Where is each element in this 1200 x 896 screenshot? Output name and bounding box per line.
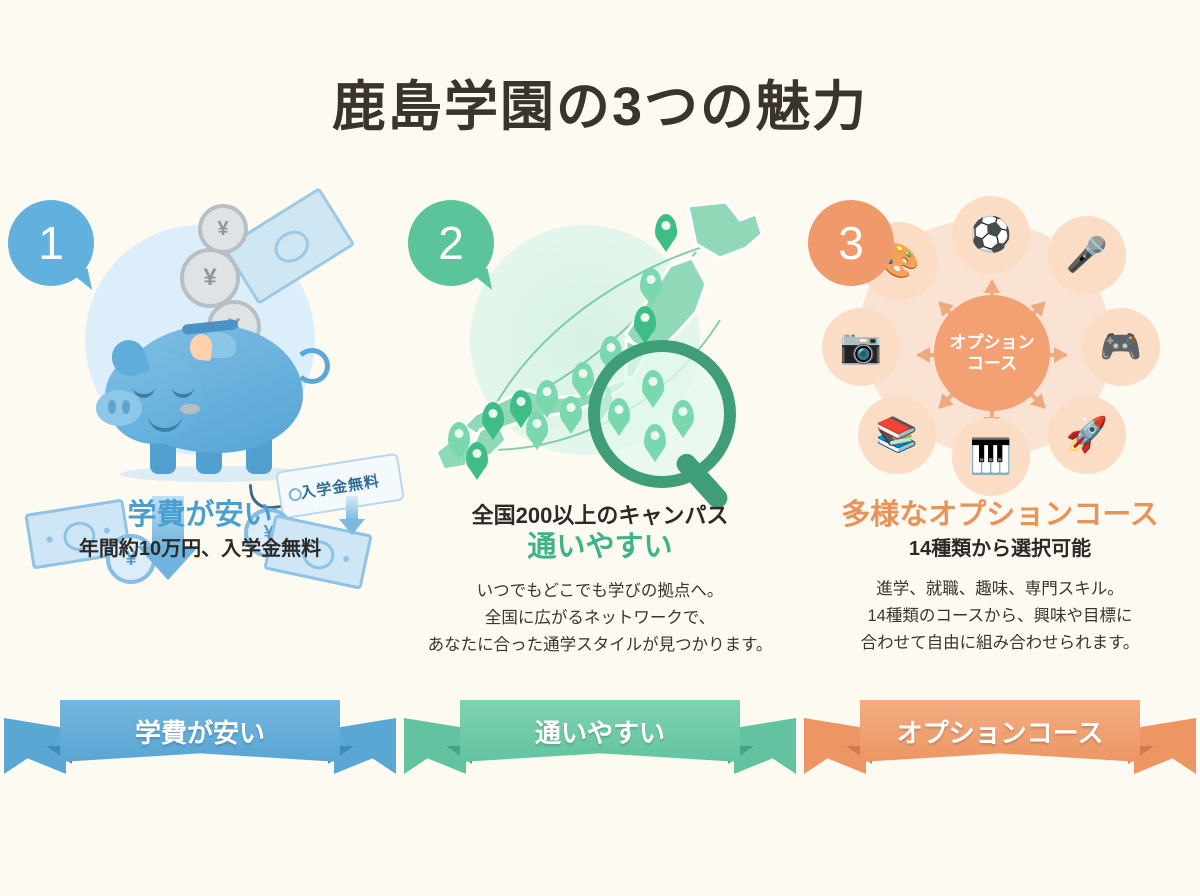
music-microphone-robot-icon: 🎤	[1048, 216, 1126, 294]
ribbon-campuses: 通いやすい	[460, 700, 740, 762]
badge-tail	[69, 268, 93, 294]
body-campuses: いつでもどこでも学びの拠点へ。 全国に広がるネットワークで、 あなたに合った通学…	[416, 578, 784, 658]
map-pin-icon	[644, 424, 666, 454]
body-line: 進学、就職、趣味、専門スキル。	[876, 580, 1124, 599]
map-pin-icon	[482, 402, 504, 432]
sports-ball-icon: ⚽	[952, 196, 1030, 274]
map-pin-icon	[510, 390, 532, 420]
ribbon-option-courses-wrap: オプションコース	[800, 690, 1200, 800]
ribbon-campuses-wrap: 通いやすい	[400, 690, 800, 800]
piggy-mouth	[148, 412, 182, 432]
hub-line-1: オプション	[949, 332, 1035, 352]
map-pin-icon	[526, 412, 548, 442]
ribbon-tuition-wrap: 学費が安い	[0, 690, 400, 800]
heading-campuses: 通いやすい	[527, 531, 673, 563]
yen-coin-icon: ¥	[180, 248, 240, 308]
magnifier-icon	[588, 340, 736, 488]
body-line: 14種類のコースから、興味や目標に	[867, 606, 1133, 625]
ribbon-row: 学費が安い 通いやすい オプションコース	[0, 690, 1200, 800]
body-line: 全国に広がるネットワークで、	[484, 608, 716, 627]
piggy-nostril	[122, 400, 130, 414]
column-campuses: 2	[400, 190, 800, 690]
ribbon-option-courses: オプションコース	[860, 700, 1140, 762]
column-tuition: 1 ¥ ¥ ¥	[0, 186, 405, 690]
badge-label: 2	[438, 217, 464, 269]
map-pin-icon	[634, 306, 656, 336]
text-column-option-courses: 多様なオプションコース 14種類から選択可能 進学、就職、趣味、専門スキル。 1…	[800, 498, 1200, 688]
column-option-courses: 3 オプション コース 🎨 ⚽ 🎤 🎮 🚀 🎹	[800, 190, 1200, 690]
piggy-eye	[172, 382, 194, 398]
body-line: あなたに合った通学スタイルが見つかります。	[427, 635, 773, 654]
badge-label: 1	[38, 217, 64, 269]
map-pin-icon	[572, 362, 594, 392]
map-pin-icon	[655, 214, 677, 244]
map-pin-icon	[536, 380, 558, 410]
rocket-icon: 🚀	[1048, 396, 1126, 474]
badge-label: 3	[838, 217, 864, 269]
map-pin-icon	[640, 268, 662, 298]
badge-number-3: 3	[808, 200, 894, 286]
yen-coin-icon: ¥	[198, 204, 248, 254]
badge-number-2: 2	[408, 200, 494, 294]
books-cooking-icon: 📚	[858, 396, 936, 474]
piggy-blush	[180, 404, 200, 414]
heading-option-courses: 多様なオプションコース	[841, 499, 1159, 531]
piggy-bank-illustration: 1 ¥ ¥ ¥	[0, 186, 405, 590]
option-course-wheel-illustration: 3 オプション コース 🎨 ⚽ 🎤 🎮 🚀 🎹	[800, 190, 1200, 496]
subheading-tuition: 年間約10万円、入学金無料	[78, 538, 322, 561]
japan-map-illustration: 2	[400, 190, 800, 513]
option-course-hub: オプション コース	[934, 295, 1050, 411]
game-controller-icon: 🎮	[1082, 308, 1160, 386]
map-pin-icon	[672, 400, 694, 430]
page-title: 鹿島学園の3つの魅力	[331, 77, 869, 137]
subheading-option-courses: 14種類から選択可能	[908, 538, 1092, 561]
piggy-snout	[96, 390, 142, 426]
piano-keyboard-icon: 🎹	[952, 418, 1030, 496]
piggy-tail	[294, 348, 330, 384]
badge-number-1: 1	[8, 200, 94, 294]
heading-tuition: 学費が安い	[127, 499, 273, 531]
map-pin-icon	[448, 422, 470, 452]
ribbon-tuition: 学費が安い	[60, 700, 340, 762]
map-pin-icon	[560, 396, 582, 426]
map-pin-icon	[642, 370, 664, 400]
text-column-tuition: 学費が安い 年間約10万円、入学金無料	[0, 498, 400, 688]
map-pin-icon	[466, 442, 488, 472]
piggy-eye	[133, 382, 155, 398]
piggy-nostril	[108, 400, 116, 414]
body-line: 合わせて自由に組み合わせられます。	[860, 633, 1140, 652]
hub-line-2: コース	[966, 354, 1018, 373]
camera-icon: 📷	[822, 308, 900, 386]
falling-money-row: ¥ ¥	[0, 490, 400, 590]
illustration-row: 1 ¥ ¥ ¥	[0, 186, 1200, 690]
heading-campus-count: 全国200以上のキャンパス	[471, 503, 729, 528]
body-option-courses: 進学、就職、趣味、専門スキル。 14種類のコースから、興味や目標に 合わせて自由…	[816, 576, 1184, 656]
body-line: いつでもどこでも学びの拠点へ。	[476, 582, 724, 601]
text-row: 学費が安い 年間約10万円、入学金無料 全国200以上のキャンパス 通いやすい …	[0, 498, 1200, 688]
text-column-campuses: 全国200以上のキャンパス 通いやすい いつでもどこでも学びの拠点へ。 全国に広…	[400, 498, 800, 688]
map-pin-icon	[608, 398, 630, 428]
